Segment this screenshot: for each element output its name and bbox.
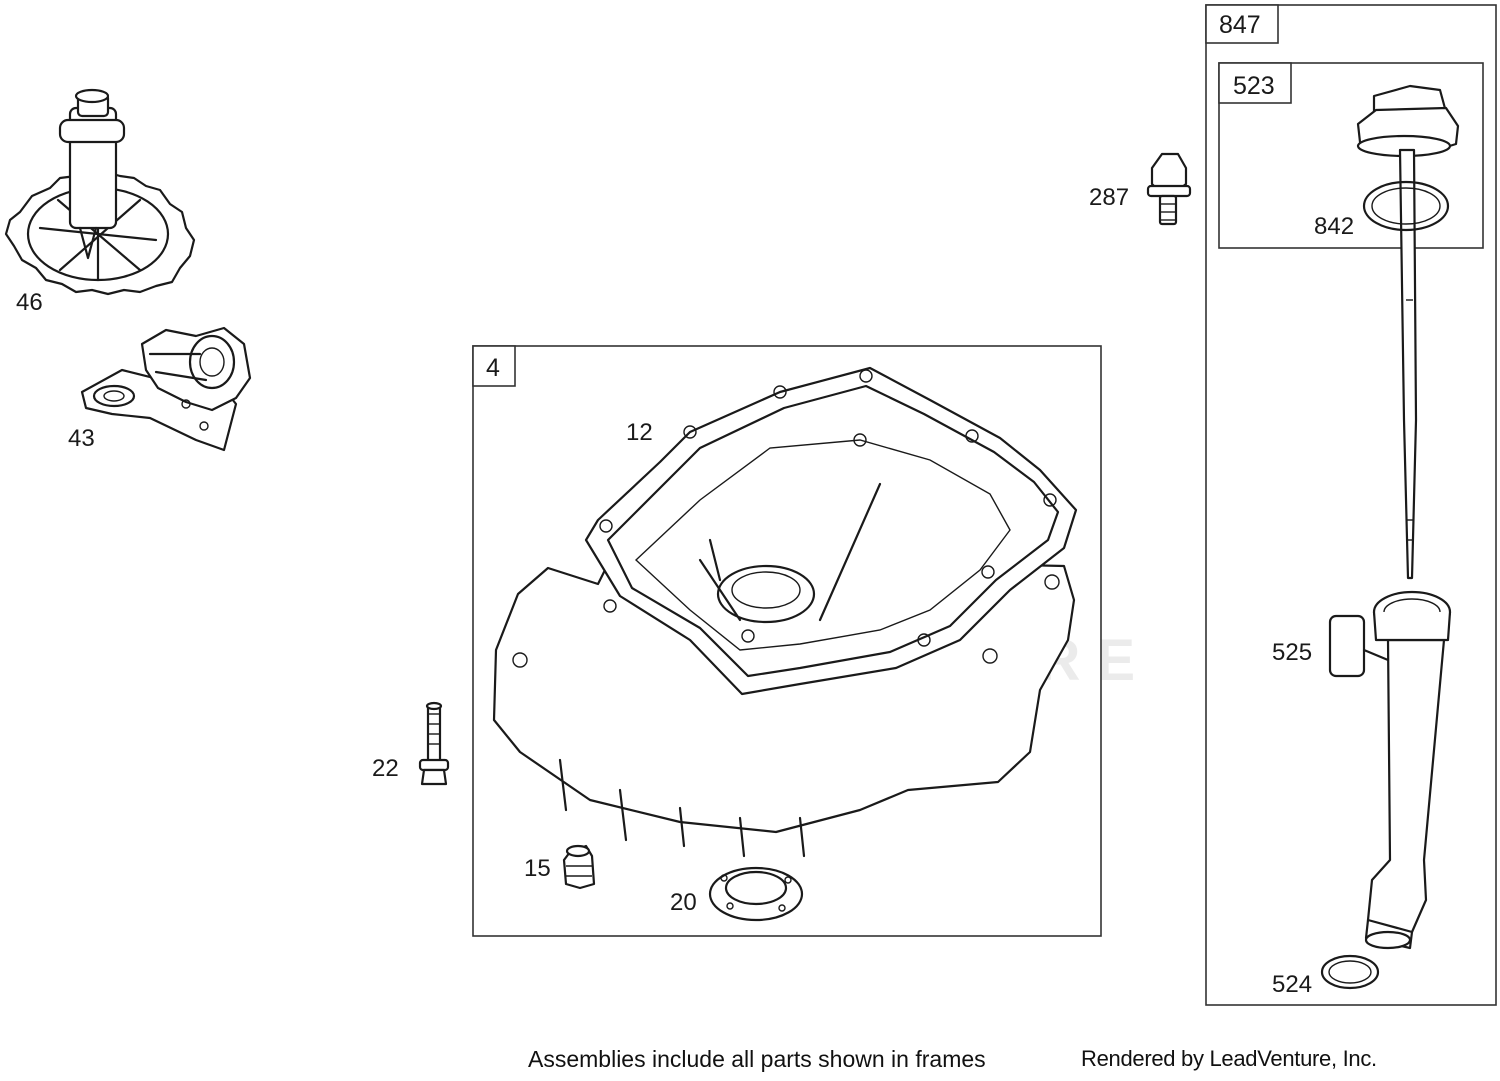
callout-20: 20	[670, 889, 697, 916]
footer-credit: Rendered by LeadVenture, Inc.	[1081, 1046, 1377, 1071]
frame-847: 847	[1205, 4, 1497, 1006]
frame-4-label: 4	[486, 354, 500, 382]
dipstick-part-icon	[1356, 84, 1460, 580]
callout-46: 46	[16, 289, 43, 316]
bolt-22-part-icon	[418, 701, 450, 786]
callout-287: 287	[1089, 184, 1129, 211]
gear-shaft-part-icon	[4, 88, 196, 296]
seal-524-part-icon	[1320, 954, 1380, 990]
fill-tube-part-icon	[1328, 590, 1452, 950]
governor-bracket-part-icon	[80, 326, 252, 452]
callout-525: 525	[1272, 639, 1312, 666]
frame-523: 523	[1218, 62, 1484, 249]
callout-22: 22	[372, 755, 399, 782]
callout-15: 15	[524, 855, 551, 882]
footer-note: Assemblies include all parts shown in fr…	[528, 1046, 986, 1072]
frame-847-label: 847	[1219, 11, 1261, 39]
crankcase-sump-part-icon	[492, 366, 1078, 858]
frame-523-label: 523	[1233, 72, 1275, 100]
callout-43: 43	[68, 425, 95, 452]
oil-seal-20-part-icon	[708, 866, 804, 922]
callout-12: 12	[626, 419, 653, 446]
callout-524: 524	[1272, 971, 1312, 998]
plug-15-part-icon	[562, 844, 596, 890]
callout-842: 842	[1314, 213, 1354, 240]
frame-4: 4	[472, 345, 1102, 937]
o-ring-842-part-icon	[1362, 180, 1450, 232]
bolt-287-part-icon	[1146, 152, 1192, 226]
